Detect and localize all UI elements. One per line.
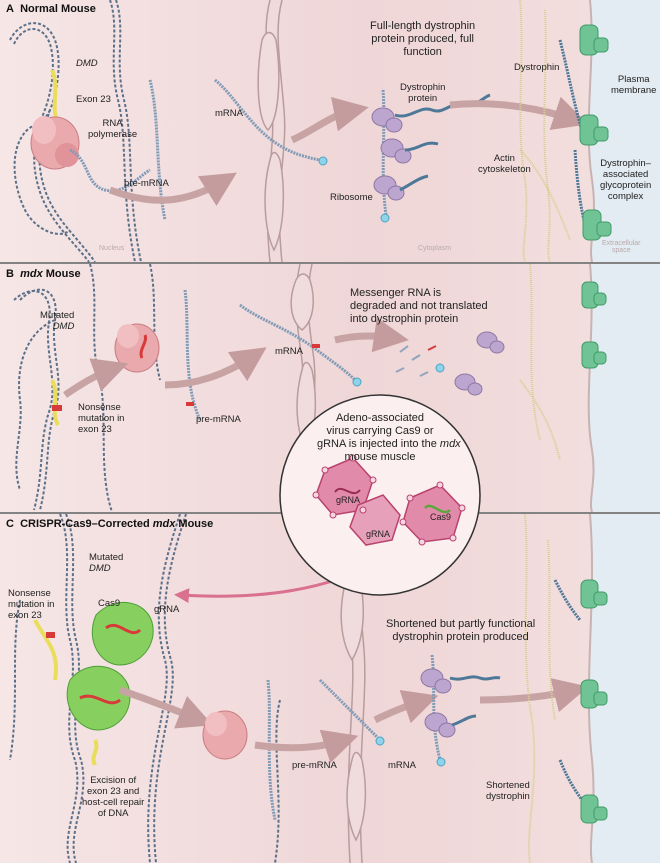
- panel-a-letter: A: [6, 3, 14, 15]
- exon-23-label-a: Exon 23: [76, 94, 111, 105]
- panel-b-heading: B mdx Mouse: [6, 268, 81, 280]
- actin-cytoskeleton-a: [519, 0, 571, 263]
- arrow-c1: [118, 686, 213, 729]
- ribosomes-c: [420, 668, 456, 738]
- dystrophin-c: [553, 579, 584, 801]
- cas9-complex-1: [91, 601, 154, 666]
- panel-b-title-italic: mdx: [20, 268, 43, 280]
- inset-grna-label-1: gRNA: [336, 495, 361, 505]
- nuclear-envelope: [257, 0, 367, 863]
- arrow-a1: [108, 172, 237, 206]
- panel-b-dna: [13, 263, 161, 513]
- aav-inset: [279, 394, 481, 596]
- ribosomes-a: [371, 107, 412, 201]
- dagc-b: [581, 281, 607, 369]
- pre-mrna-label-c: pre-mRNA: [292, 760, 337, 771]
- nascent-rna-a: [69, 148, 151, 193]
- ribosome-label: Ribosome: [330, 192, 373, 203]
- actin-cytoskeleton-c: [524, 513, 556, 863]
- nucleus-label: Nucleus: [99, 245, 125, 252]
- dmd-label-a: DMD: [76, 58, 98, 69]
- actin-cytoskeleton-b: [519, 263, 561, 461]
- mrna-label-a: mRNA: [215, 108, 243, 119]
- arrow-c4: [479, 678, 589, 713]
- panel-c-title-italic: mdx: [152, 518, 176, 530]
- inset-cas9-label: Cas9: [430, 512, 452, 522]
- dystrophin-label-a: Dystrophin: [514, 62, 560, 73]
- arrow-a2: [290, 96, 369, 144]
- degraded-rna-fragments: [395, 345, 437, 377]
- rna-polymerase-b: [114, 323, 160, 373]
- pre-mrna-strand-b: [183, 289, 202, 421]
- panel-b-title-rest: Mouse: [42, 268, 81, 280]
- translated-mrna-c: [430, 654, 442, 761]
- pre-mrna-label-b: pre-mRNA: [196, 414, 241, 425]
- inset-grna-label-2: gRNA: [366, 529, 391, 539]
- cas9-complex-2: [66, 665, 131, 731]
- pre-mrna-label-a: pre-mRNA: [124, 178, 169, 189]
- dagc-c: [580, 579, 608, 824]
- rna-polymerase-a: [30, 116, 80, 170]
- inset-caption: Adeno-associated virus carrying Cas9 or …: [317, 412, 461, 463]
- panel-a-background: [0, 0, 660, 263]
- nonsense-mutation-b: [52, 405, 62, 411]
- cytoplasm-label: Cytoplasm: [418, 245, 452, 252]
- panel-a-title: Normal Mouse: [20, 3, 96, 15]
- arrow-c2: [254, 729, 359, 764]
- panel-c-letter: C: [6, 518, 14, 530]
- mrna-strand-a: [214, 78, 323, 162]
- panel-c-title-end: Mouse: [175, 518, 214, 530]
- panel-b-letter: B: [6, 268, 14, 280]
- grna-label-c: gRNA: [154, 604, 180, 615]
- mrna-strand-b: [239, 303, 357, 382]
- mrna-strand-c: [318, 678, 380, 740]
- panel-c-heading: C CRISPR-Cas9–Corrected mdx Mouse: [6, 518, 213, 530]
- mrna-label-b: mRNA: [275, 346, 303, 357]
- rna-polymerase-c: [202, 710, 248, 760]
- dagc-a: [579, 24, 612, 241]
- excised-exon: [91, 739, 99, 766]
- panel-c-title: CRISPR-Cas9–Corrected: [20, 518, 153, 530]
- arrow-b1: [63, 358, 129, 398]
- arrow-c3: [373, 690, 439, 724]
- panel-a-heading: A Normal Mouse: [6, 3, 96, 15]
- mrna-label-c: mRNA: [388, 760, 416, 771]
- arrow-b3: [334, 317, 409, 353]
- free-ribosomes-b: [454, 331, 505, 396]
- arrow-b2: [164, 347, 267, 389]
- shortened-dystrophin-c: [449, 675, 501, 727]
- cas9-label-c: Cas9: [98, 598, 121, 609]
